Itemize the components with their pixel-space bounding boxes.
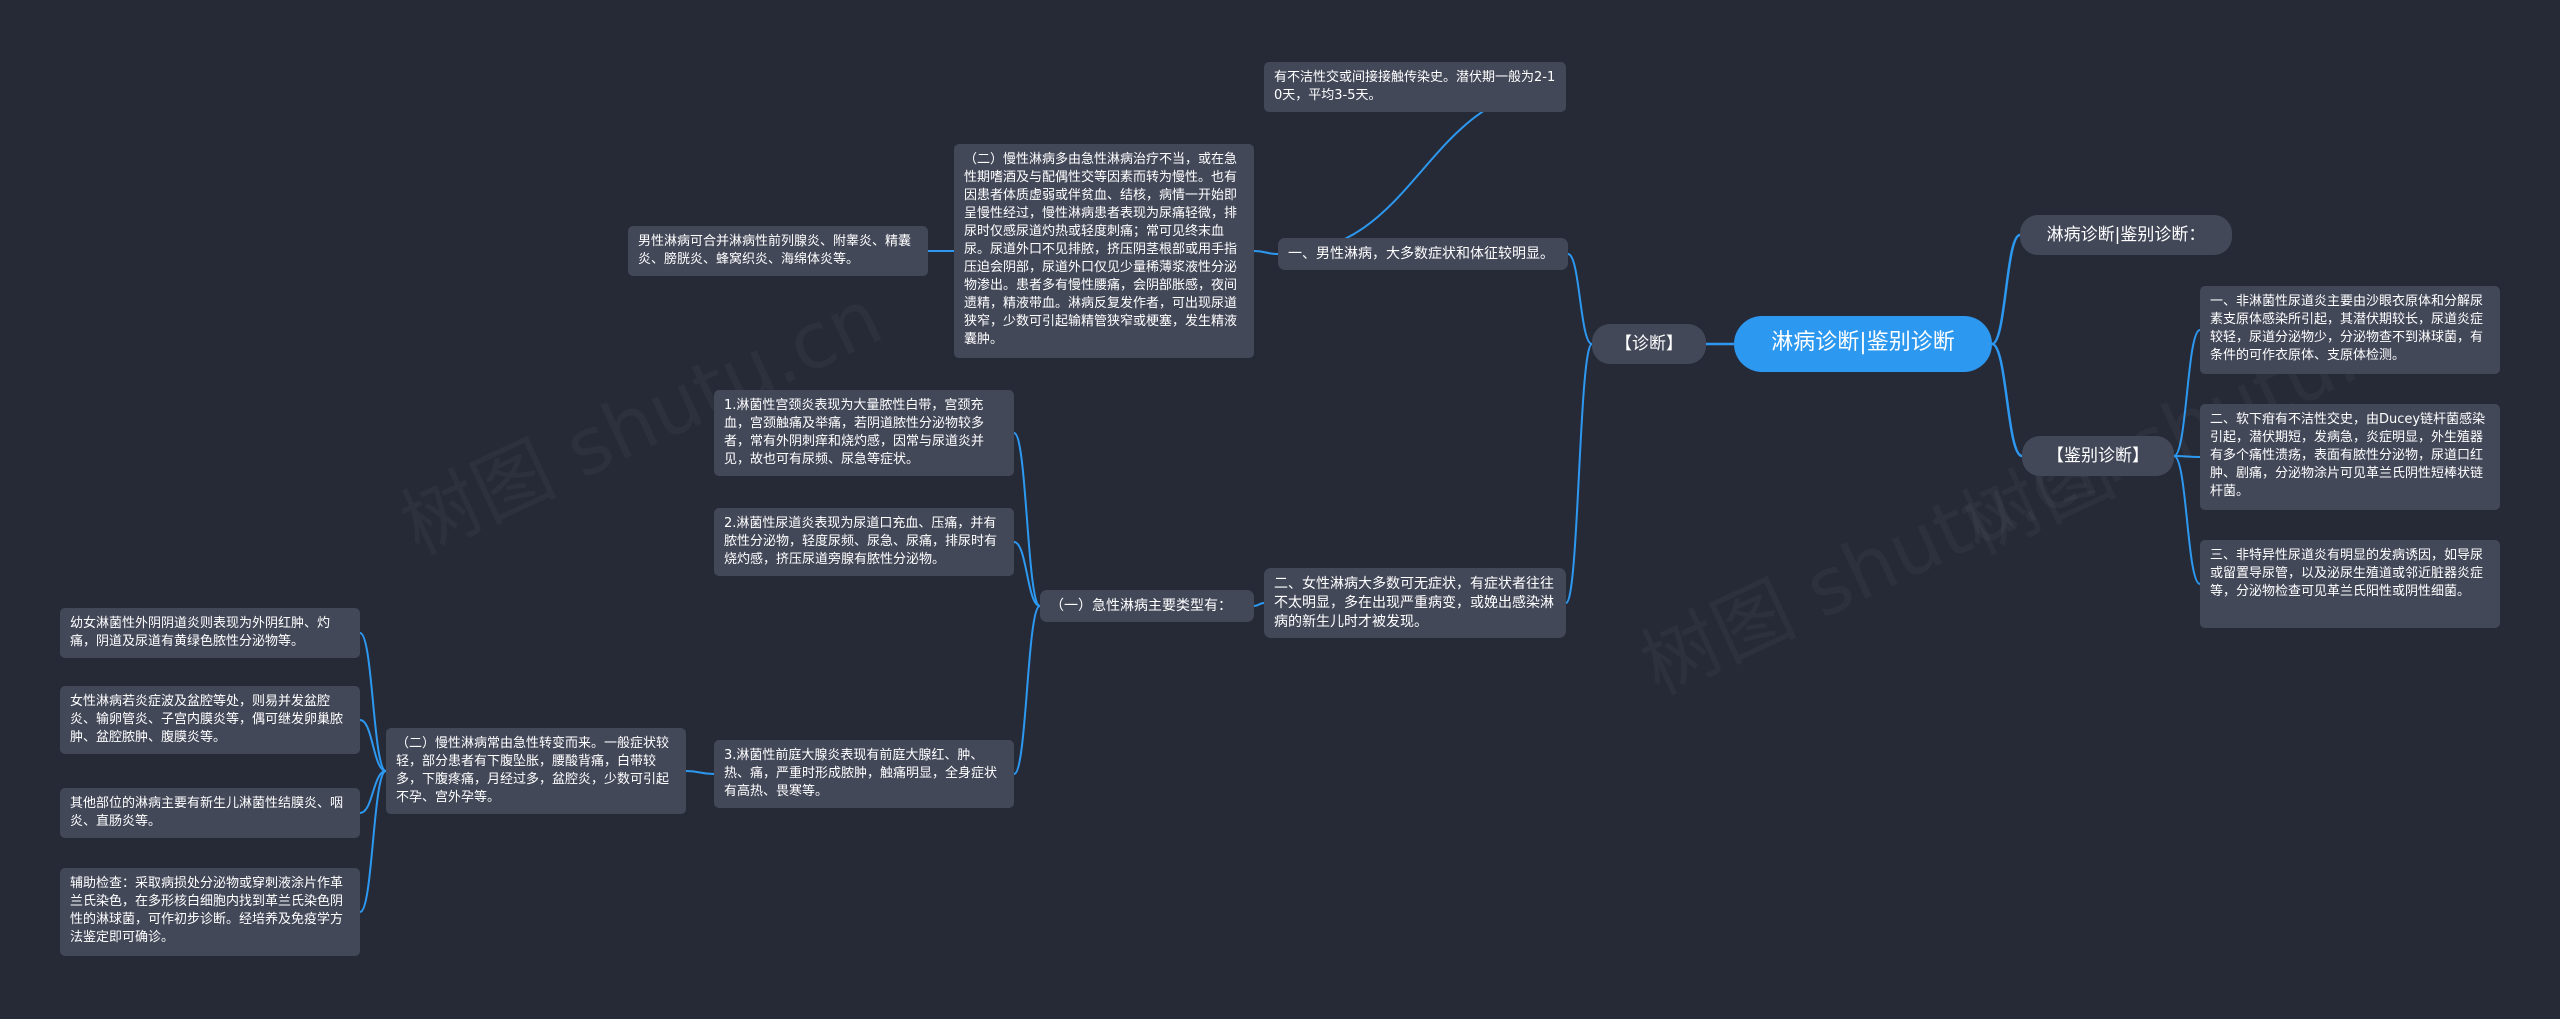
topic-heading[interactable]: 淋病诊断|鉴别诊断： (2020, 215, 2232, 255)
connector-line (2173, 455, 2201, 585)
connector-line (1013, 541, 1041, 607)
connector-line (1991, 342, 2023, 458)
female-gonorrhea-topic[interactable]: 二、女性淋病大多数可无症状，有症状者往往不太明显，多在出现严重病变，或娩出感染淋… (1264, 568, 1566, 638)
connector-line (1253, 250, 1279, 255)
male-incubation-note[interactable]: 有不洁性交或间接接触传染史。潜伏期一般为2-10天，平均3-5天。 (1264, 62, 1566, 112)
male-gonorrhea-topic[interactable]: 一、男性淋病，大多数症状和体征较明显。 (1278, 238, 1568, 270)
female-chronic-topic[interactable]: （二）慢性淋病常由急性转变而来。一般症状较轻，部分患者有下腹坠胀，腰酸背痛，白带… (386, 728, 686, 814)
connector-line (359, 770, 387, 814)
connector-line (2173, 455, 2201, 458)
female-acute-item[interactable]: 3.淋菌性前庭大腺炎表现有前庭大腺红、肿、热、痛，严重时形成脓肿，触痛明显，全身… (714, 740, 1014, 808)
female-chronic-item[interactable]: 其他部位的淋病主要有新生儿淋菌性结膜炎、咽炎、直肠炎等。 (60, 788, 360, 838)
female-acute-topic[interactable]: （一）急性淋病主要类型有： (1040, 590, 1254, 622)
connector-line (1567, 253, 1593, 345)
female-acute-item[interactable]: 2.淋菌性尿道炎表现为尿道口充血、压痛，并有脓性分泌物，轻度尿频、尿急、尿痛，排… (714, 508, 1014, 576)
differential-item[interactable]: 三、非特异性尿道炎有明显的发病诱因，如导尿或留置导尿管，以及泌尿生殖道或邻近脏器… (2200, 540, 2500, 628)
female-acute-item[interactable]: 1.淋菌性宫颈炎表现为大量脓性白带，宫颈充血，宫颈触痛及举痛，若阴道脓性分泌物较… (714, 390, 1014, 476)
connector-line (1013, 432, 1041, 607)
connector-line (2173, 329, 2201, 457)
female-chronic-item[interactable]: 辅助检查：采取病损处分泌物或穿刺液涂片作革兰氏染色，在多形核白细胞内找到革兰氏染… (60, 868, 360, 956)
connector-line (359, 632, 387, 772)
connector-line (1565, 343, 1593, 604)
connector-line (359, 770, 387, 913)
connector-line (1991, 233, 2021, 346)
connector-line (1013, 605, 1041, 775)
male-complication-note[interactable]: 男性淋病可合并淋病性前列腺炎、附睾炎、精囊炎、膀胱炎、蜂窝织炎、海绵体炎等。 (628, 226, 928, 276)
male-chronic-note[interactable]: （二）慢性淋病多由急性淋病治疗不当，或在急性期嗜酒及与配偶性交等因素而转为慢性。… (954, 144, 1254, 358)
topic-differential[interactable]: 【鉴别诊断】 (2022, 436, 2174, 476)
connector-line (1277, 86, 1567, 255)
root-topic[interactable]: 淋病诊断|鉴别诊断 (1734, 316, 1992, 372)
connector-line (1253, 602, 1265, 607)
connector-line (685, 770, 715, 775)
differential-item[interactable]: 二、软下疳有不洁性交史，由Ducey链杆菌感染引起，潜伏期短，发病急，炎症明显，… (2200, 404, 2500, 510)
connector-line (359, 719, 387, 772)
topic-diagnosis[interactable]: 【诊断】 (1592, 324, 1706, 364)
female-chronic-item[interactable]: 幼女淋菌性外阴阴道炎则表现为外阴红肿、灼痛，阴道及尿道有黄绿色脓性分泌物等。 (60, 608, 360, 658)
female-chronic-item[interactable]: 女性淋病若炎症波及盆腔等处，则易并发盆腔炎、输卵管炎、子宫内膜炎等，偶可继发卵巢… (60, 686, 360, 754)
differential-item[interactable]: 一、非淋菌性尿道炎主要由沙眼衣原体和分解尿素支原体感染所引起，其潜伏期较长，尿道… (2200, 286, 2500, 374)
